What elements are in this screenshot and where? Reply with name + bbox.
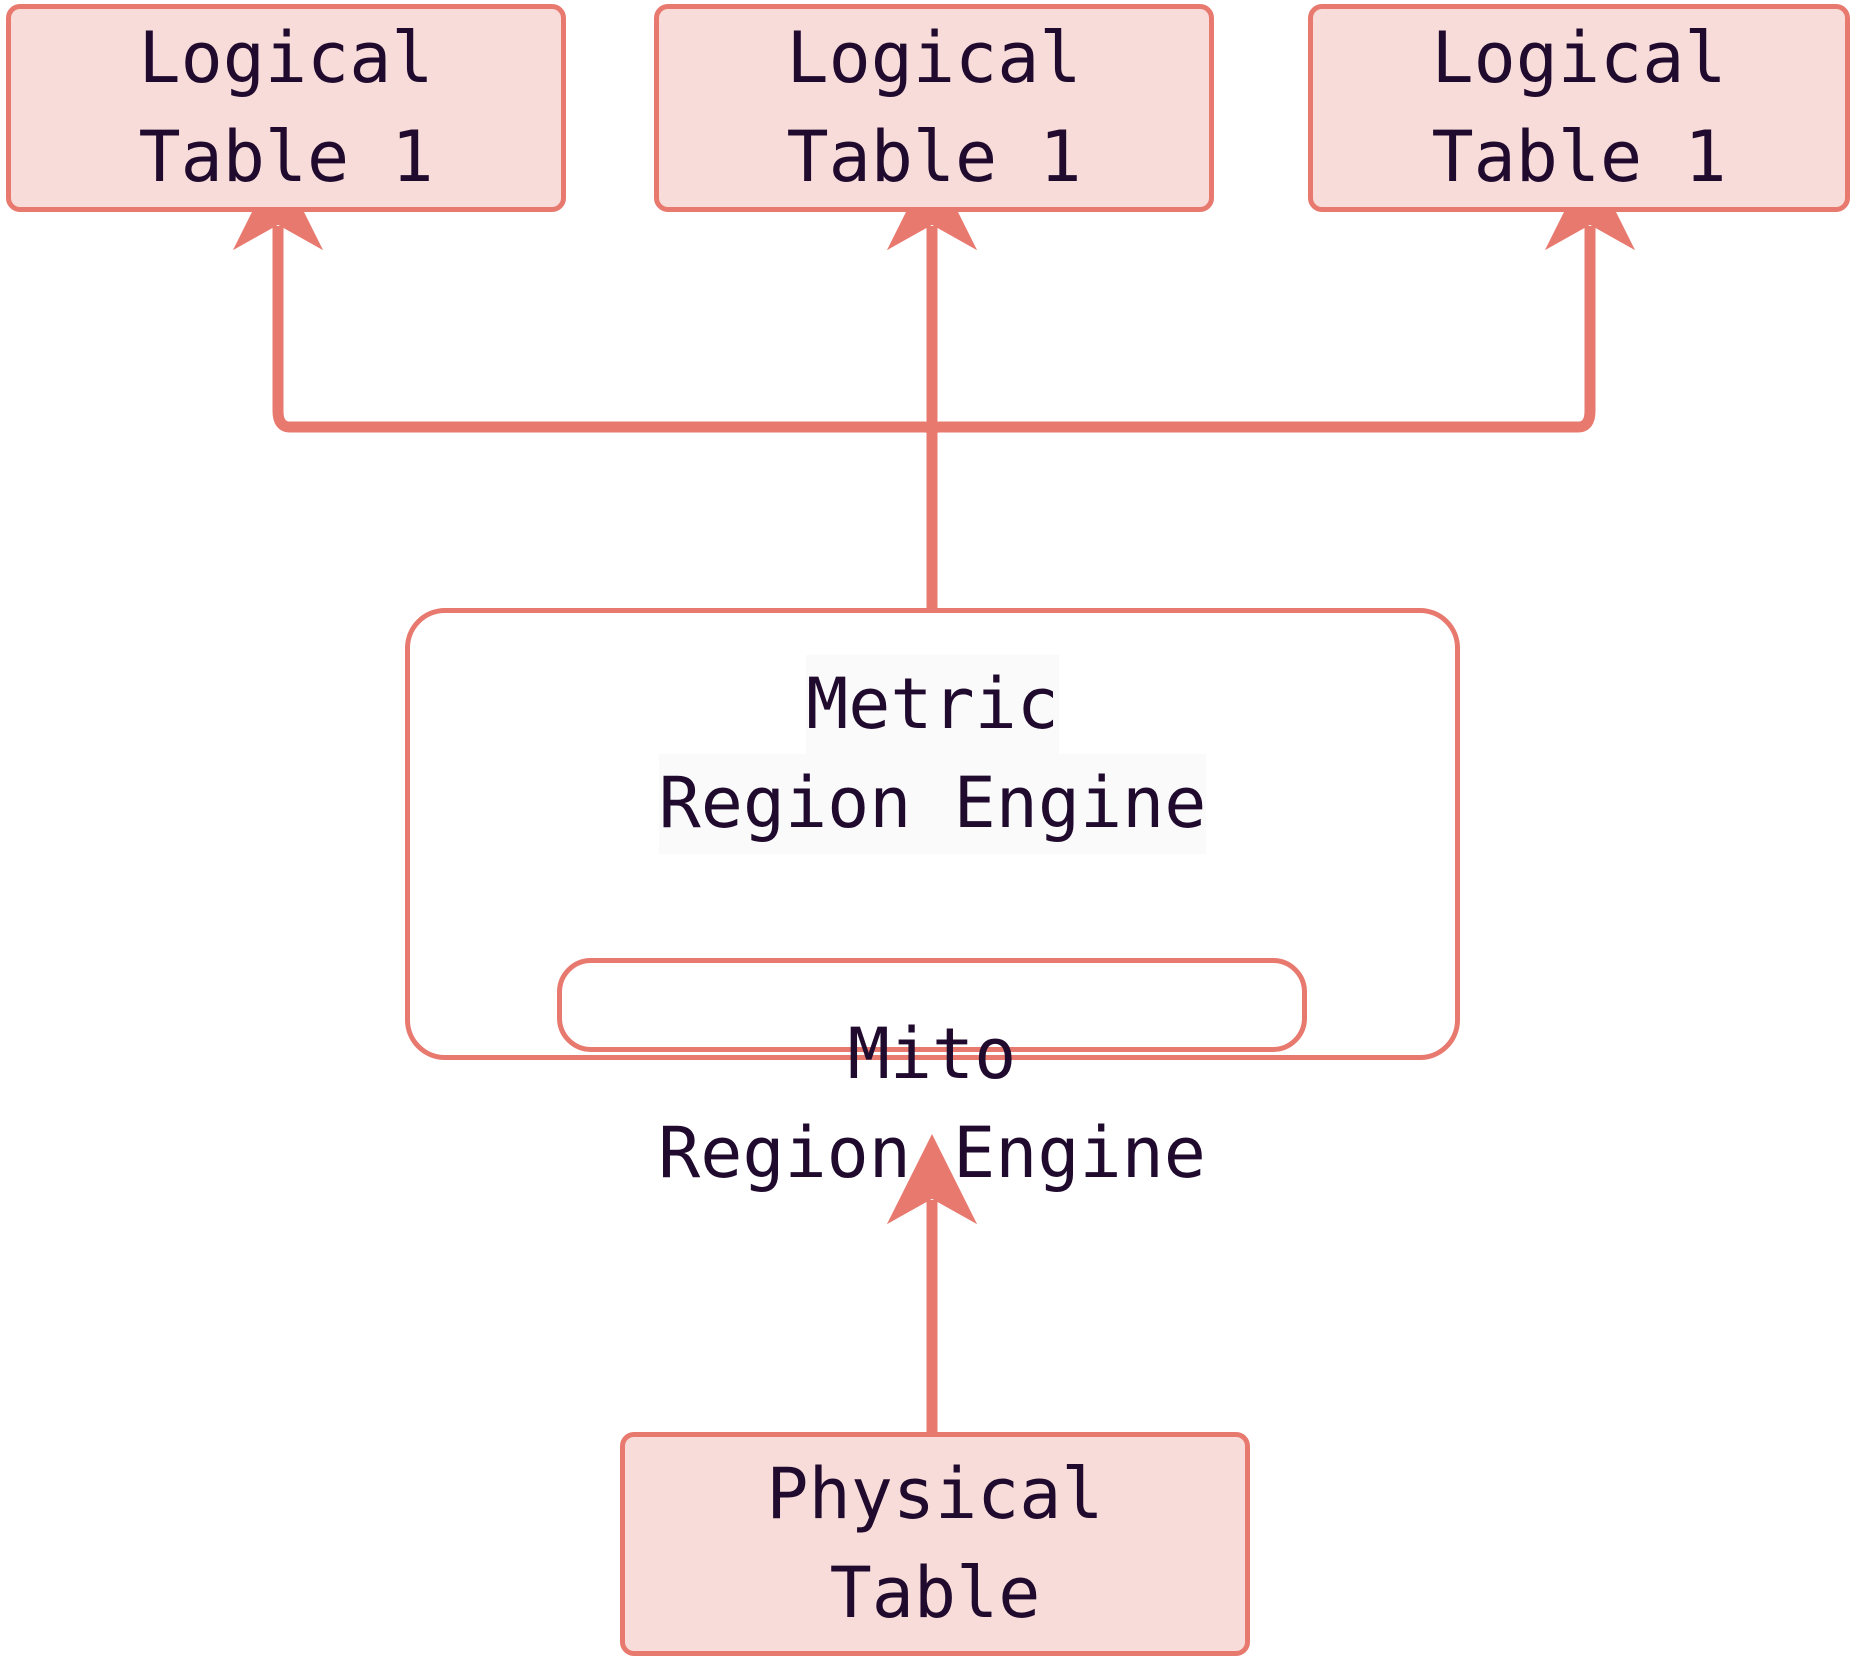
node-physical-table[interactable]: Physical Table bbox=[620, 1432, 1250, 1656]
node-logical-table-1[interactable]: Logical Table 1 bbox=[6, 4, 566, 212]
node-mito-region-engine-line-1: Mito bbox=[847, 1013, 1017, 1095]
node-mito-region-engine[interactable]: Mito Region Engine bbox=[557, 958, 1307, 1194]
node-logical-table-1-line-2: Table 1 bbox=[138, 116, 434, 198]
node-logical-table-2-line-1: Logical bbox=[786, 16, 1082, 99]
node-logical-table-2-line-2: Table 1 bbox=[786, 116, 1082, 198]
node-logical-table-3-line-1: Logical bbox=[1431, 16, 1727, 99]
node-metric-region-engine-line-2: Region Engine bbox=[658, 754, 1207, 854]
node-logical-table-2[interactable]: Logical Table 1 bbox=[654, 4, 1214, 212]
node-logical-table-1-line-1: Logical bbox=[138, 16, 434, 99]
node-physical-table-line-2: Table bbox=[829, 1552, 1041, 1634]
node-mito-region-engine-line-2: Region Engine bbox=[658, 1112, 1206, 1195]
node-physical-table-line-1: Physical bbox=[766, 1452, 1104, 1535]
node-metric-region-engine[interactable]: Metric Region Engine bbox=[405, 608, 1460, 1060]
edge-bus-to-logical-table-3 bbox=[926, 160, 1636, 437]
node-logical-table-3[interactable]: Logical Table 1 bbox=[1308, 4, 1850, 212]
edge-bus-to-logical-table-1 bbox=[232, 160, 938, 437]
node-metric-region-engine-line-1: Metric bbox=[806, 655, 1059, 755]
node-logical-table-3-line-2: Table 1 bbox=[1431, 116, 1727, 198]
